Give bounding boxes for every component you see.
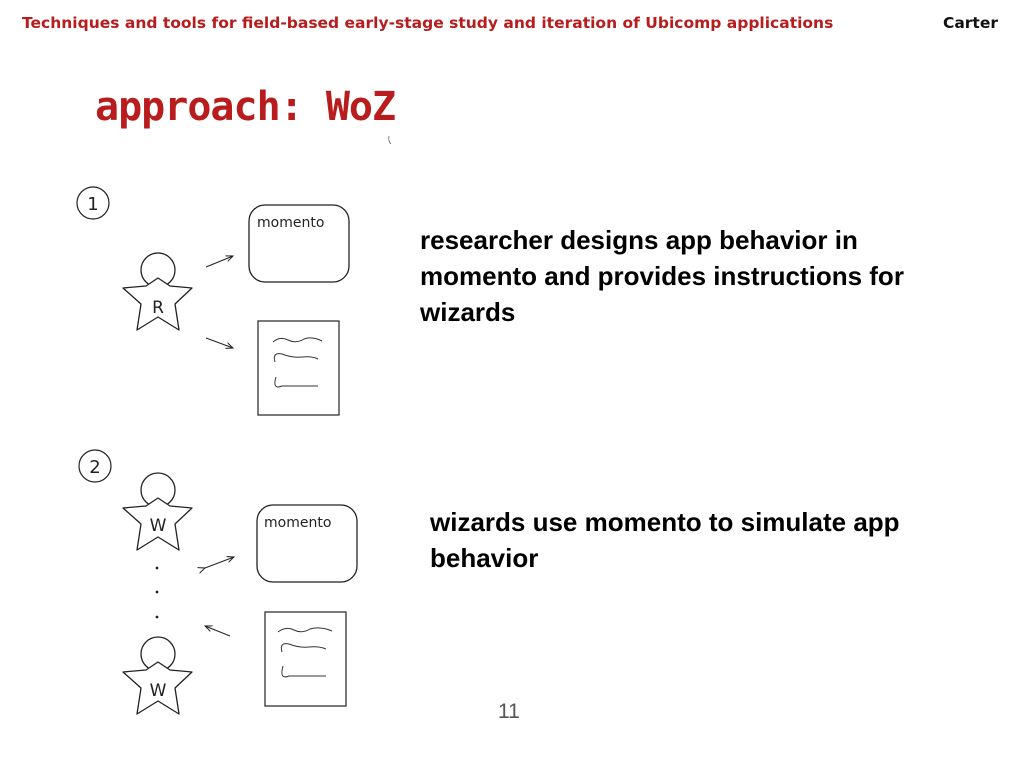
- bidirectional-arrow-icon: [205, 557, 234, 568]
- wizard-label-bottom: W: [150, 681, 167, 701]
- stray-mark-icon: [388, 136, 392, 144]
- header-title: Techniques and tools for field-based ear…: [22, 14, 834, 32]
- header-author: Carter: [942, 14, 998, 32]
- step-1-description: researcher designs app behavior in momen…: [420, 225, 904, 327]
- momento-box-2: momento: [256, 504, 358, 583]
- step-2-description: wizards use momento to simulate app beha…: [430, 507, 900, 573]
- arrow-to-momento-icon: [205, 256, 233, 268]
- page-number: 11: [498, 700, 520, 723]
- wizard-figure-bottom: W: [122, 636, 193, 715]
- step-2-number: 2: [89, 457, 100, 478]
- momento-label-1: momento: [257, 215, 324, 231]
- wizard-star-body-icon: [122, 661, 193, 715]
- instructions-sheet-2: [264, 611, 347, 707]
- slide-title: approach: WoZ: [95, 84, 396, 130]
- arrow-from-instructions-icon: [205, 626, 231, 637]
- momento-box-1: momento: [248, 204, 350, 283]
- instructions-sheet-1: [257, 320, 340, 416]
- wizard-label-top: W: [150, 516, 167, 536]
- wizard-star-body-icon: [122, 497, 193, 551]
- researcher-figure: R: [122, 252, 193, 331]
- wizard-figure-top: W: [122, 472, 193, 551]
- ellipsis-dots-icon: [155, 566, 159, 619]
- researcher-label: R: [152, 298, 164, 318]
- arrow-to-instructions-icon: [205, 337, 233, 348]
- step-2-badge: 2: [78, 449, 112, 483]
- step-1-badge: 1: [76, 186, 110, 220]
- step-1-number: 1: [87, 194, 98, 215]
- researcher-star-body-icon: [122, 277, 193, 331]
- momento-label-2: momento: [264, 515, 331, 531]
